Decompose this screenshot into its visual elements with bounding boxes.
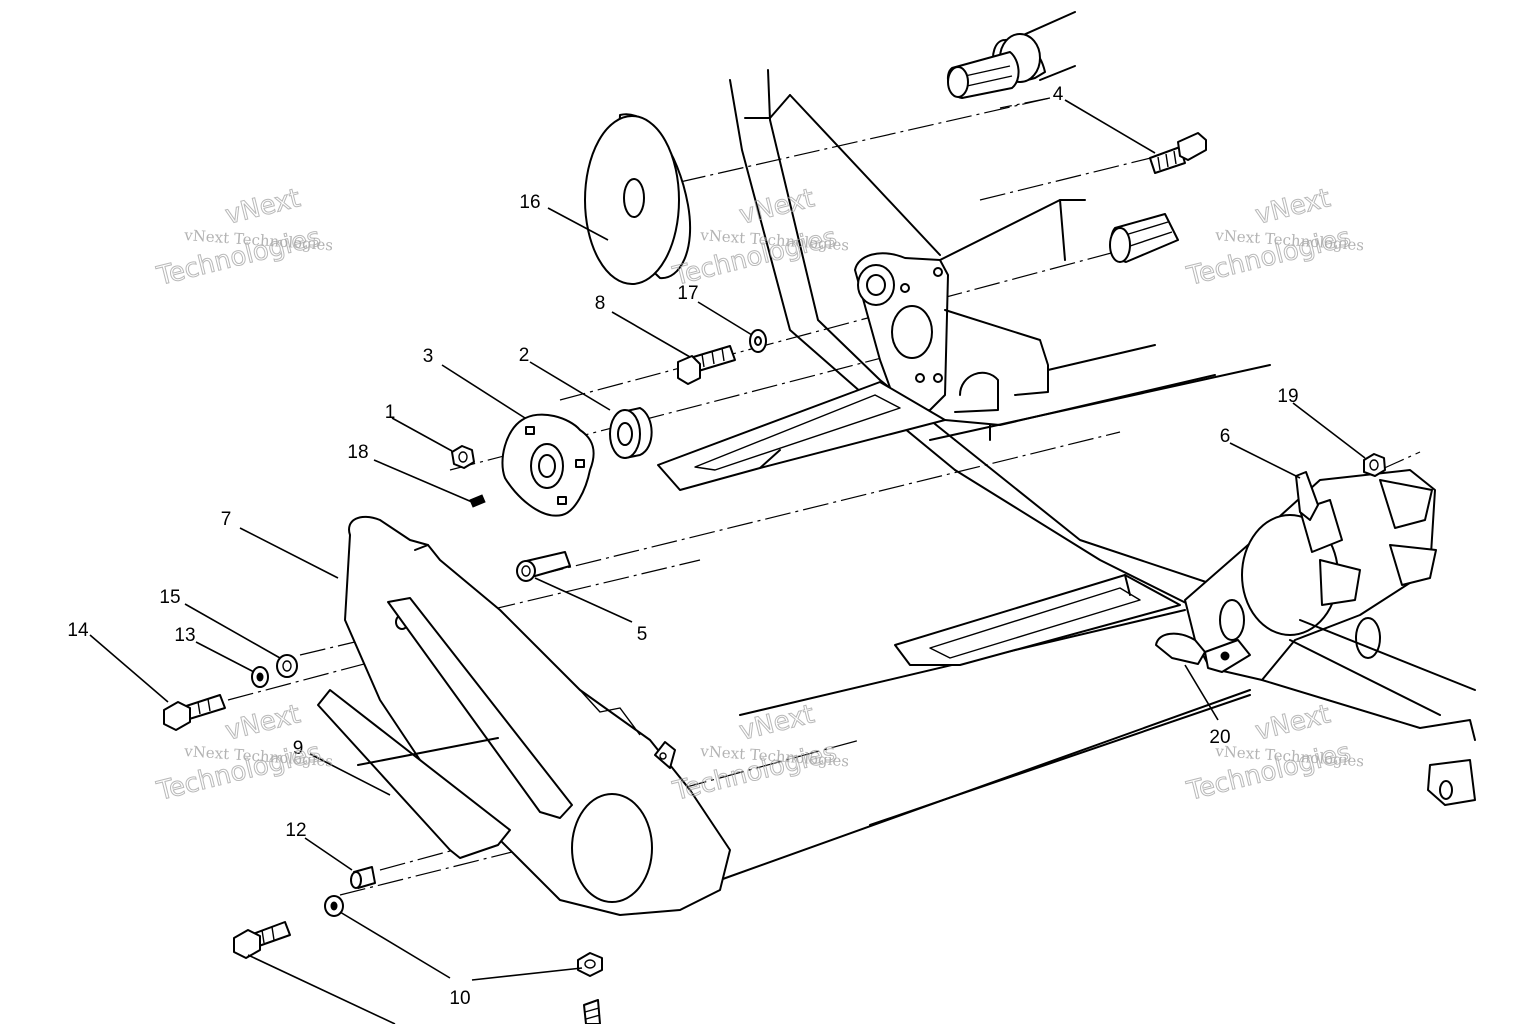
callout-10: 10: [449, 988, 470, 1009]
part-10-washer: [324, 895, 344, 917]
part-7-cover: [344, 515, 731, 916]
watermark-bottom-right: vNext vNext Technologies Technologies: [1183, 699, 1365, 808]
watermark-brand-short: vNext: [222, 699, 303, 746]
watermark-top-left: vNext vNext Technologies Technologies: [153, 183, 334, 293]
callout-9: 9: [293, 738, 304, 759]
part-3-flange: [501, 413, 595, 517]
part-14-bolt: [163, 694, 226, 731]
part-5-spacer: [516, 551, 571, 582]
part-13-washer: [251, 666, 269, 688]
leader-lines: [89, 99, 1366, 1024]
watermark-brand-short: vNext: [1252, 183, 1333, 230]
callout-18: 18: [347, 442, 368, 463]
part-10-bolt: [233, 921, 291, 959]
part-19-nut: [1363, 453, 1386, 477]
part-12-pin: [350, 866, 376, 889]
frame: [657, 69, 1476, 881]
watermark-bottom-center: vNext vNext Technologies Technologies: [669, 699, 850, 808]
watermark-brand-short: vNext: [736, 183, 817, 230]
upper-splined-shaft: [946, 11, 1076, 99]
callout-labels: 1 2 3 4 5 6 7 8 9 10 12 13 14 15 16 17 1…: [67, 84, 1298, 1009]
callout-7: 7: [221, 509, 232, 530]
callout-5: 5: [637, 624, 648, 645]
callout-2: 2: [519, 345, 530, 366]
callout-4: 4: [1053, 84, 1064, 105]
watermark-top-right: vNext vNext Technologies Technologies: [1183, 183, 1365, 293]
part-18-screw: [469, 494, 486, 508]
callout-16: 16: [519, 192, 540, 213]
callout-20: 20: [1209, 727, 1230, 748]
part-10-nut: [577, 952, 603, 977]
lower-bolt: [583, 999, 601, 1024]
watermark-top-center: vNext vNext Technologies Technologies: [669, 183, 850, 293]
callout-12: 12: [285, 820, 306, 841]
part-9-slide: [317, 597, 573, 859]
lower-splined-shaft: [1109, 213, 1179, 263]
callout-14: 14: [67, 620, 89, 641]
callout-3: 3: [423, 346, 434, 367]
part-8-bolt: [677, 345, 736, 385]
part-6-bracket: [1295, 471, 1319, 521]
callout-17: 17: [677, 283, 698, 304]
part-2-bearing: [609, 407, 653, 459]
callout-6: 6: [1220, 426, 1231, 447]
callout-19: 19: [1277, 386, 1298, 407]
part-20-clip: [1155, 632, 1251, 673]
part-15-spacer: [276, 654, 298, 678]
part-1-nut: [451, 445, 475, 469]
part-4-bolt: [1149, 132, 1207, 174]
callout-15: 15: [159, 587, 180, 608]
callout-13: 13: [174, 625, 195, 646]
callout-1: 1: [385, 402, 396, 423]
callout-8: 8: [595, 293, 606, 314]
watermark-brand-short: vNext: [222, 183, 303, 230]
watermark-brand-short: vNext: [1252, 699, 1333, 746]
part-16-disc: [584, 113, 692, 285]
part-17-washer: [749, 329, 767, 353]
